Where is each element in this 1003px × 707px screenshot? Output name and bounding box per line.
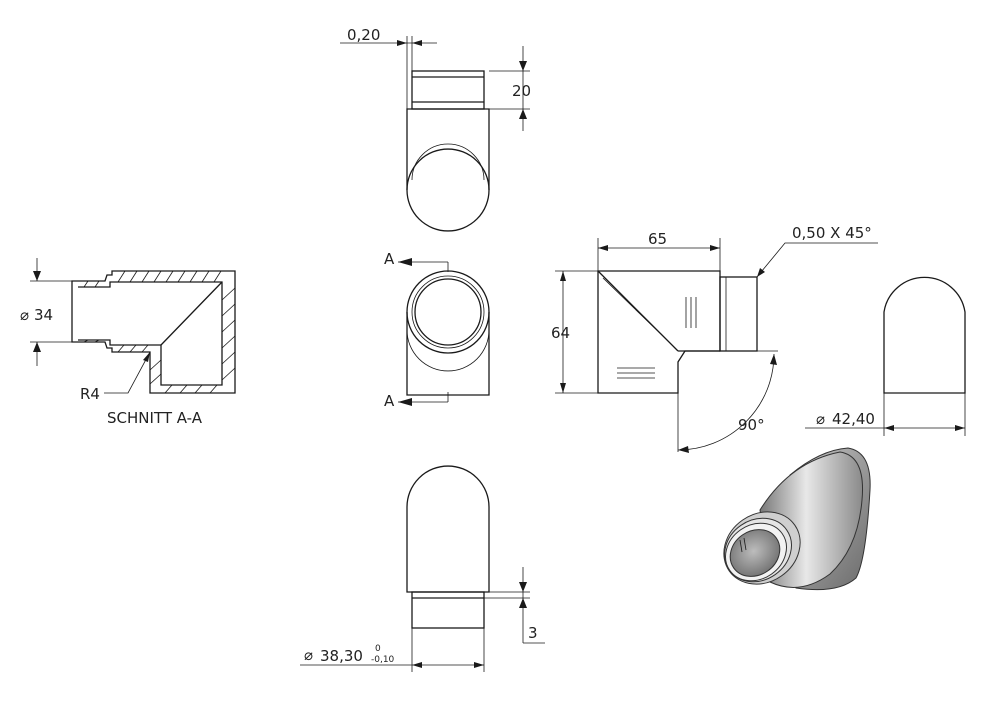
- cut-label-top: A: [384, 250, 395, 268]
- side-chamfer-label: 0,50 X 45°: [792, 224, 872, 242]
- bottom-tolerance-lower: -0,10: [371, 655, 395, 665]
- front-view: A A: [384, 250, 490, 410]
- end-diameter-label: 42,40: [832, 410, 875, 428]
- side-angle-label: 90°: [738, 416, 765, 434]
- section-view: ⌀ 34 R4 SCHNITT A-A: [20, 258, 236, 427]
- bottom-view: ⌀ 38,30 0 -0,10 3: [300, 465, 545, 672]
- section-diameter-label: 34: [34, 306, 53, 324]
- top-view: 0,20 20: [340, 26, 531, 232]
- bottom-diameter-label: 38,30: [320, 647, 363, 665]
- side-width-label: 65: [648, 230, 667, 248]
- cut-label-bottom: A: [384, 392, 395, 410]
- bottom-tolerance-upper: 0: [375, 644, 381, 654]
- side-view: 65 64 0,50 X 45° 90°: [551, 224, 878, 453]
- isometric-render: [723, 447, 871, 591]
- end-view: ⌀ 42,40: [805, 276, 966, 436]
- top-height-label: 20: [512, 82, 531, 100]
- side-height-label: 64: [551, 324, 570, 342]
- end-diameter-symbol: ⌀: [816, 410, 825, 428]
- section-diameter-symbol: ⌀: [20, 306, 29, 324]
- bottom-step-label: 3: [528, 624, 538, 642]
- section-radius-label: R4: [80, 385, 100, 403]
- section-title: SCHNITT A-A: [107, 409, 203, 427]
- top-wall-label: 0,20: [347, 26, 380, 44]
- bottom-diameter-symbol: ⌀: [304, 646, 313, 664]
